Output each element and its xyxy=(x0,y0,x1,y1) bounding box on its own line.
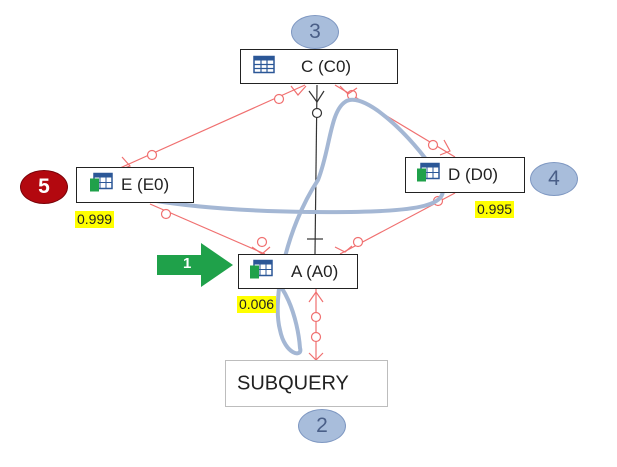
edge-a-subquery-marker-2 xyxy=(310,331,322,343)
table-node-a[interactable]: A (A0) xyxy=(238,254,358,289)
edge-d-a-crowfoot xyxy=(334,245,353,253)
score-badge-d: 0.995 xyxy=(475,201,515,218)
callout-badge-3: 3 xyxy=(291,15,339,49)
edge-c-a-crowfoot xyxy=(308,90,325,104)
edge-c-a-marker xyxy=(311,107,323,119)
edge-c-d-crowfoot-top xyxy=(339,85,358,95)
edge-e-a-marker-2 xyxy=(256,236,268,248)
table-icon xyxy=(89,172,113,198)
subquery-node[interactable]: SUBQUERY xyxy=(225,360,388,407)
callout-badge-2: 2 xyxy=(298,409,346,443)
node-label: D (D0) xyxy=(448,165,499,184)
edge-c-e-crowfoot-top xyxy=(290,85,307,96)
table-node-e[interactable]: E (E0) xyxy=(76,167,194,203)
table-node-c[interactable]: C (C0) xyxy=(240,49,398,84)
table-icon xyxy=(416,162,440,188)
edge-d-a-marker-2 xyxy=(352,236,364,248)
node-label: A (A0) xyxy=(291,261,339,281)
edge-c-d-marker-2 xyxy=(427,139,439,151)
edge-c-e-marker-2 xyxy=(146,149,158,161)
edge-c-e-marker xyxy=(273,93,285,105)
table-icon xyxy=(253,55,275,78)
callout-arrow-1-label: 1 xyxy=(183,255,192,272)
node-label: E (E0) xyxy=(121,175,170,194)
edge-e-a-crowfoot xyxy=(251,246,271,255)
join-path-a-subquery xyxy=(148,97,445,356)
table-node-d[interactable]: D (D0) xyxy=(405,157,525,193)
score-badge-a: 0.006 xyxy=(237,296,277,313)
callout-badge-4: 4 xyxy=(530,162,578,196)
score-badge-e: 0.999 xyxy=(75,211,115,228)
edge-c-d-crowfoot xyxy=(439,139,451,156)
node-label: SUBQUERY xyxy=(237,372,349,394)
edge-a-subquery-marker xyxy=(310,311,322,323)
arrow-right-icon xyxy=(157,243,233,287)
edge-a-subquery-crowfoot-top xyxy=(308,290,324,303)
node-label: C (C0) xyxy=(301,56,352,76)
callout-badge-5: 5 xyxy=(20,170,68,204)
edge-e-a-marker xyxy=(160,208,172,220)
table-icon xyxy=(249,259,273,284)
